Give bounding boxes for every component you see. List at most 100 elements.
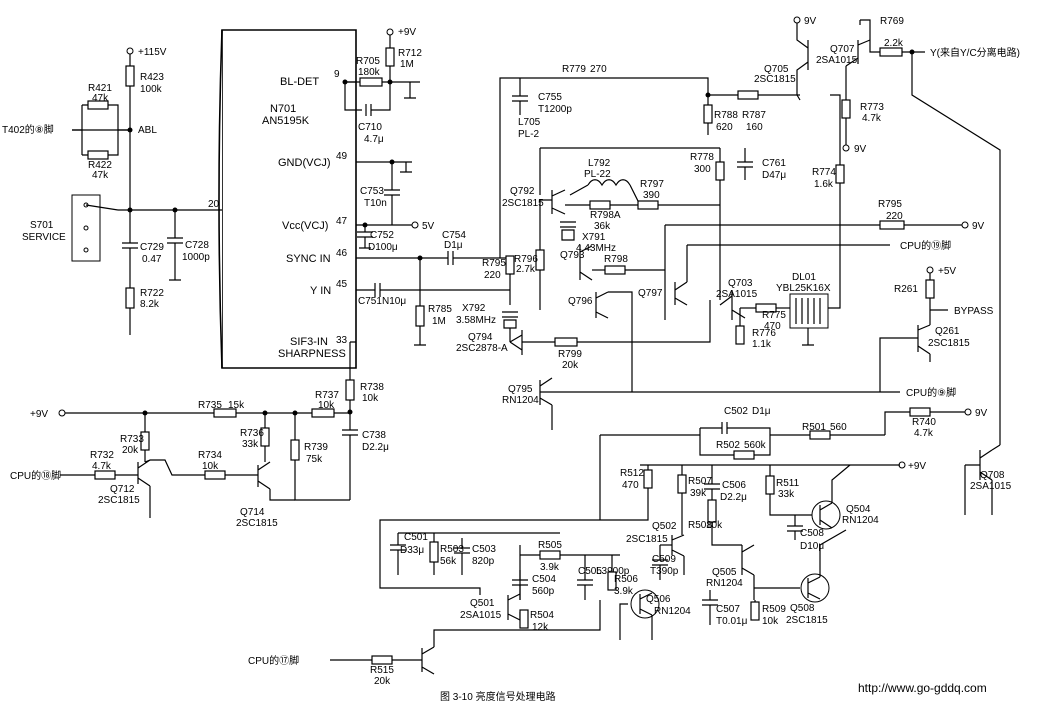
q708-ref: Q708 xyxy=(980,470,1005,481)
r508-ref: R508 xyxy=(688,520,712,531)
r506-ref: R506 xyxy=(614,574,638,585)
q794-part: 2SC2878-A xyxy=(456,343,508,354)
q795-part: RN1204 xyxy=(502,395,539,406)
r787-ref: R787 xyxy=(742,110,766,121)
c504-ref: C504 xyxy=(532,574,556,585)
c503-ref: C503 xyxy=(472,544,496,555)
r511-ref: R511 xyxy=(776,478,800,489)
pin-num-20: 20 xyxy=(208,199,220,210)
c509-val: T390p xyxy=(650,566,679,577)
q712-ref: Q712 xyxy=(110,484,135,495)
cpu18-label: CPU的⑱脚 xyxy=(10,469,61,482)
r775-ref: R775 xyxy=(762,310,786,321)
q506-part: RN1204 xyxy=(654,606,691,617)
switch-label: SERVICE xyxy=(22,232,66,243)
r776-ref: R776 xyxy=(752,328,776,339)
bypass-section: +5V R261 BYPASS Q261 2SC1815 xyxy=(879,266,994,392)
r423-ref: R423 xyxy=(140,72,164,83)
r734-ref: R734 xyxy=(198,450,222,461)
q794-ref: Q794 xyxy=(468,332,493,343)
l792-ref: L792 xyxy=(588,158,611,169)
r509-val: 10k xyxy=(762,616,779,627)
q797-ref: Q797 xyxy=(638,288,663,299)
c738-val: D2.2μ xyxy=(362,442,389,453)
l705-val: PL-2 xyxy=(518,129,540,140)
output-section: 9V R740 4.7k Q708 2SA1015 xyxy=(884,407,1012,515)
aperture-section: C502 D1μ R502 560k R501 560 +9V R512 470… xyxy=(248,406,926,687)
c729-ref: C729 xyxy=(140,242,164,253)
c738-ref: C738 xyxy=(362,430,386,441)
cpu19-label: CPU的⑲脚 xyxy=(900,239,951,252)
power-9v-d: 9V xyxy=(972,221,985,232)
pin-num-49: 49 xyxy=(336,151,348,162)
power-9v-e: 9V xyxy=(975,408,988,419)
trap-section: R778 300 C761 D47μ L792 PL-22 R797 390 R… xyxy=(502,147,985,392)
r781-ref: R778 xyxy=(690,152,714,163)
r722-ref: R722 xyxy=(140,288,164,299)
sync-y-section: C754 D1μ C751 N10μ R785 1M R738 10k C738… xyxy=(342,230,510,500)
y-input-section: 9V Q705 2SC1815 R769 2.2k Y(来自Y/C分离电路) Q… xyxy=(499,16,1020,445)
r732-val: 4.7k xyxy=(92,461,112,472)
q796-ref: Q796 xyxy=(568,296,593,307)
power-5v-b: +5V xyxy=(938,266,956,277)
c761-ref: C761 xyxy=(762,158,786,169)
r502-ref: R502 xyxy=(716,440,740,451)
pin-num-46: 46 xyxy=(336,248,348,259)
pin-num-33: 33 xyxy=(336,335,348,346)
q714-part: 2SC1815 xyxy=(236,518,278,529)
q793-ref: Q793 xyxy=(560,250,585,261)
power-9v-c: 9V xyxy=(854,144,867,155)
r705-val: 180k xyxy=(358,67,381,78)
r798-ref: R798 xyxy=(604,254,628,265)
l792-val: PL-22 xyxy=(584,169,611,180)
pin-num-45: 45 xyxy=(336,279,348,290)
r505-val: 3.9k xyxy=(540,562,560,573)
r505-ref: R505 xyxy=(538,540,562,551)
q504-ref: Q504 xyxy=(846,504,871,515)
pin-num-47: 47 xyxy=(336,216,348,227)
q705-ref: Q705 xyxy=(764,64,789,75)
dl01-val: YBL25K16X xyxy=(776,283,831,294)
r501-ref: R501 xyxy=(802,422,826,433)
r506-val: 3.9k xyxy=(614,586,634,597)
q703-ref: Q703 xyxy=(728,278,753,289)
r504-ref: R504 xyxy=(530,610,554,621)
r737-val: 10k xyxy=(318,400,335,411)
power-115v: +115V xyxy=(138,47,167,58)
q504-part: RN1204 xyxy=(842,515,879,526)
r785-val: 1M xyxy=(432,316,446,327)
source-url: http://www.go-gddq.com xyxy=(858,681,987,695)
r797-val: 36k xyxy=(594,221,611,232)
r779-ref: R779 xyxy=(562,64,586,75)
q502-part: 2SC1815 xyxy=(626,534,668,545)
l705-ref: L705 xyxy=(518,117,541,128)
r788-val: 620 xyxy=(716,122,733,133)
r422-val: 47k xyxy=(92,170,109,181)
bl-det-section: R705 180k +9V R712 1M C710 4.7μ xyxy=(342,27,422,145)
r769-val: 2.2k xyxy=(884,38,904,49)
r503-val: 56k xyxy=(440,556,457,567)
c728-val: 1000p xyxy=(182,252,210,263)
delay-line-section: Q703 2SA1015 R775 470 R776 1.1k DL01 YBL… xyxy=(716,94,845,350)
power-9v-left: +9V xyxy=(30,409,48,420)
pin-num-9: 9 xyxy=(334,69,340,80)
r732-ref: R732 xyxy=(90,450,114,461)
r712-val: 1M xyxy=(400,59,414,70)
r738-val: 10k xyxy=(362,393,379,404)
power-9v-b: 9V xyxy=(804,16,817,27)
pin-label-vcc: Vcc(VCJ) xyxy=(282,220,328,232)
c729-val: 0.47 xyxy=(142,254,162,265)
r722-val: 8.2k xyxy=(140,299,160,310)
r509-ref: R509 xyxy=(762,604,786,615)
bypass-label: BYPASS xyxy=(954,306,994,317)
pin-label-sif3: SIF3-IN xyxy=(290,336,328,348)
r773-ref: R773 xyxy=(860,102,884,113)
r502-val: 560k xyxy=(744,440,767,451)
r787-val: 160 xyxy=(746,122,763,133)
r501-val: 560 xyxy=(830,422,847,433)
r779-val: 270 xyxy=(590,64,607,75)
c761-val: D47μ xyxy=(762,170,786,181)
ic-n701: N701 AN5195K BL-DET GND(VCJ) Vcc(VCJ) SY… xyxy=(208,29,357,369)
r507-ref: R507 xyxy=(688,476,712,487)
